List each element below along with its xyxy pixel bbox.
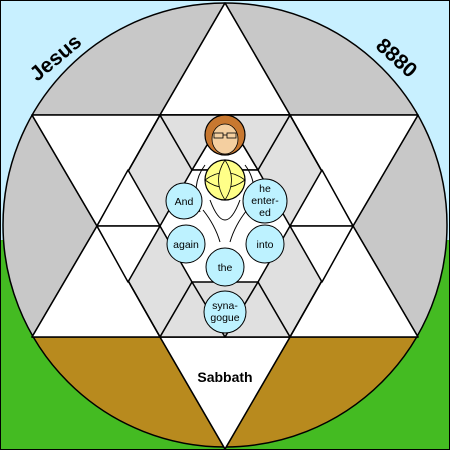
bubble-synagogue: syna- gogue — [203, 290, 247, 334]
bubble-synagogue-line-2: gogue — [210, 312, 239, 324]
glasses-right — [226, 132, 237, 139]
bubble-he-entered-line-3: ed — [259, 207, 271, 219]
bubble-synagogue-line-1: syna- — [212, 300, 238, 312]
bubble-again: again — [166, 224, 206, 264]
sabbath-label: Sabbath — [197, 369, 252, 385]
bubble-he-entered-line-1: he — [259, 183, 271, 195]
bubble-the-text: the — [218, 262, 233, 274]
bubble-again-text: again — [173, 239, 199, 251]
bubble-he-entered-line-2: enter- — [251, 195, 279, 207]
glasses-left — [213, 132, 224, 139]
bubble-and-text: And — [175, 196, 194, 208]
bubble-he-entered: he enter- ed — [242, 178, 288, 224]
jesus-figure-icon — [195, 114, 255, 243]
bubble-the: the — [205, 247, 245, 287]
bubble-into-text: into — [257, 239, 274, 251]
bubble-into: into — [245, 224, 285, 264]
jesus-face — [211, 123, 239, 155]
bubble-and: And — [165, 182, 203, 220]
